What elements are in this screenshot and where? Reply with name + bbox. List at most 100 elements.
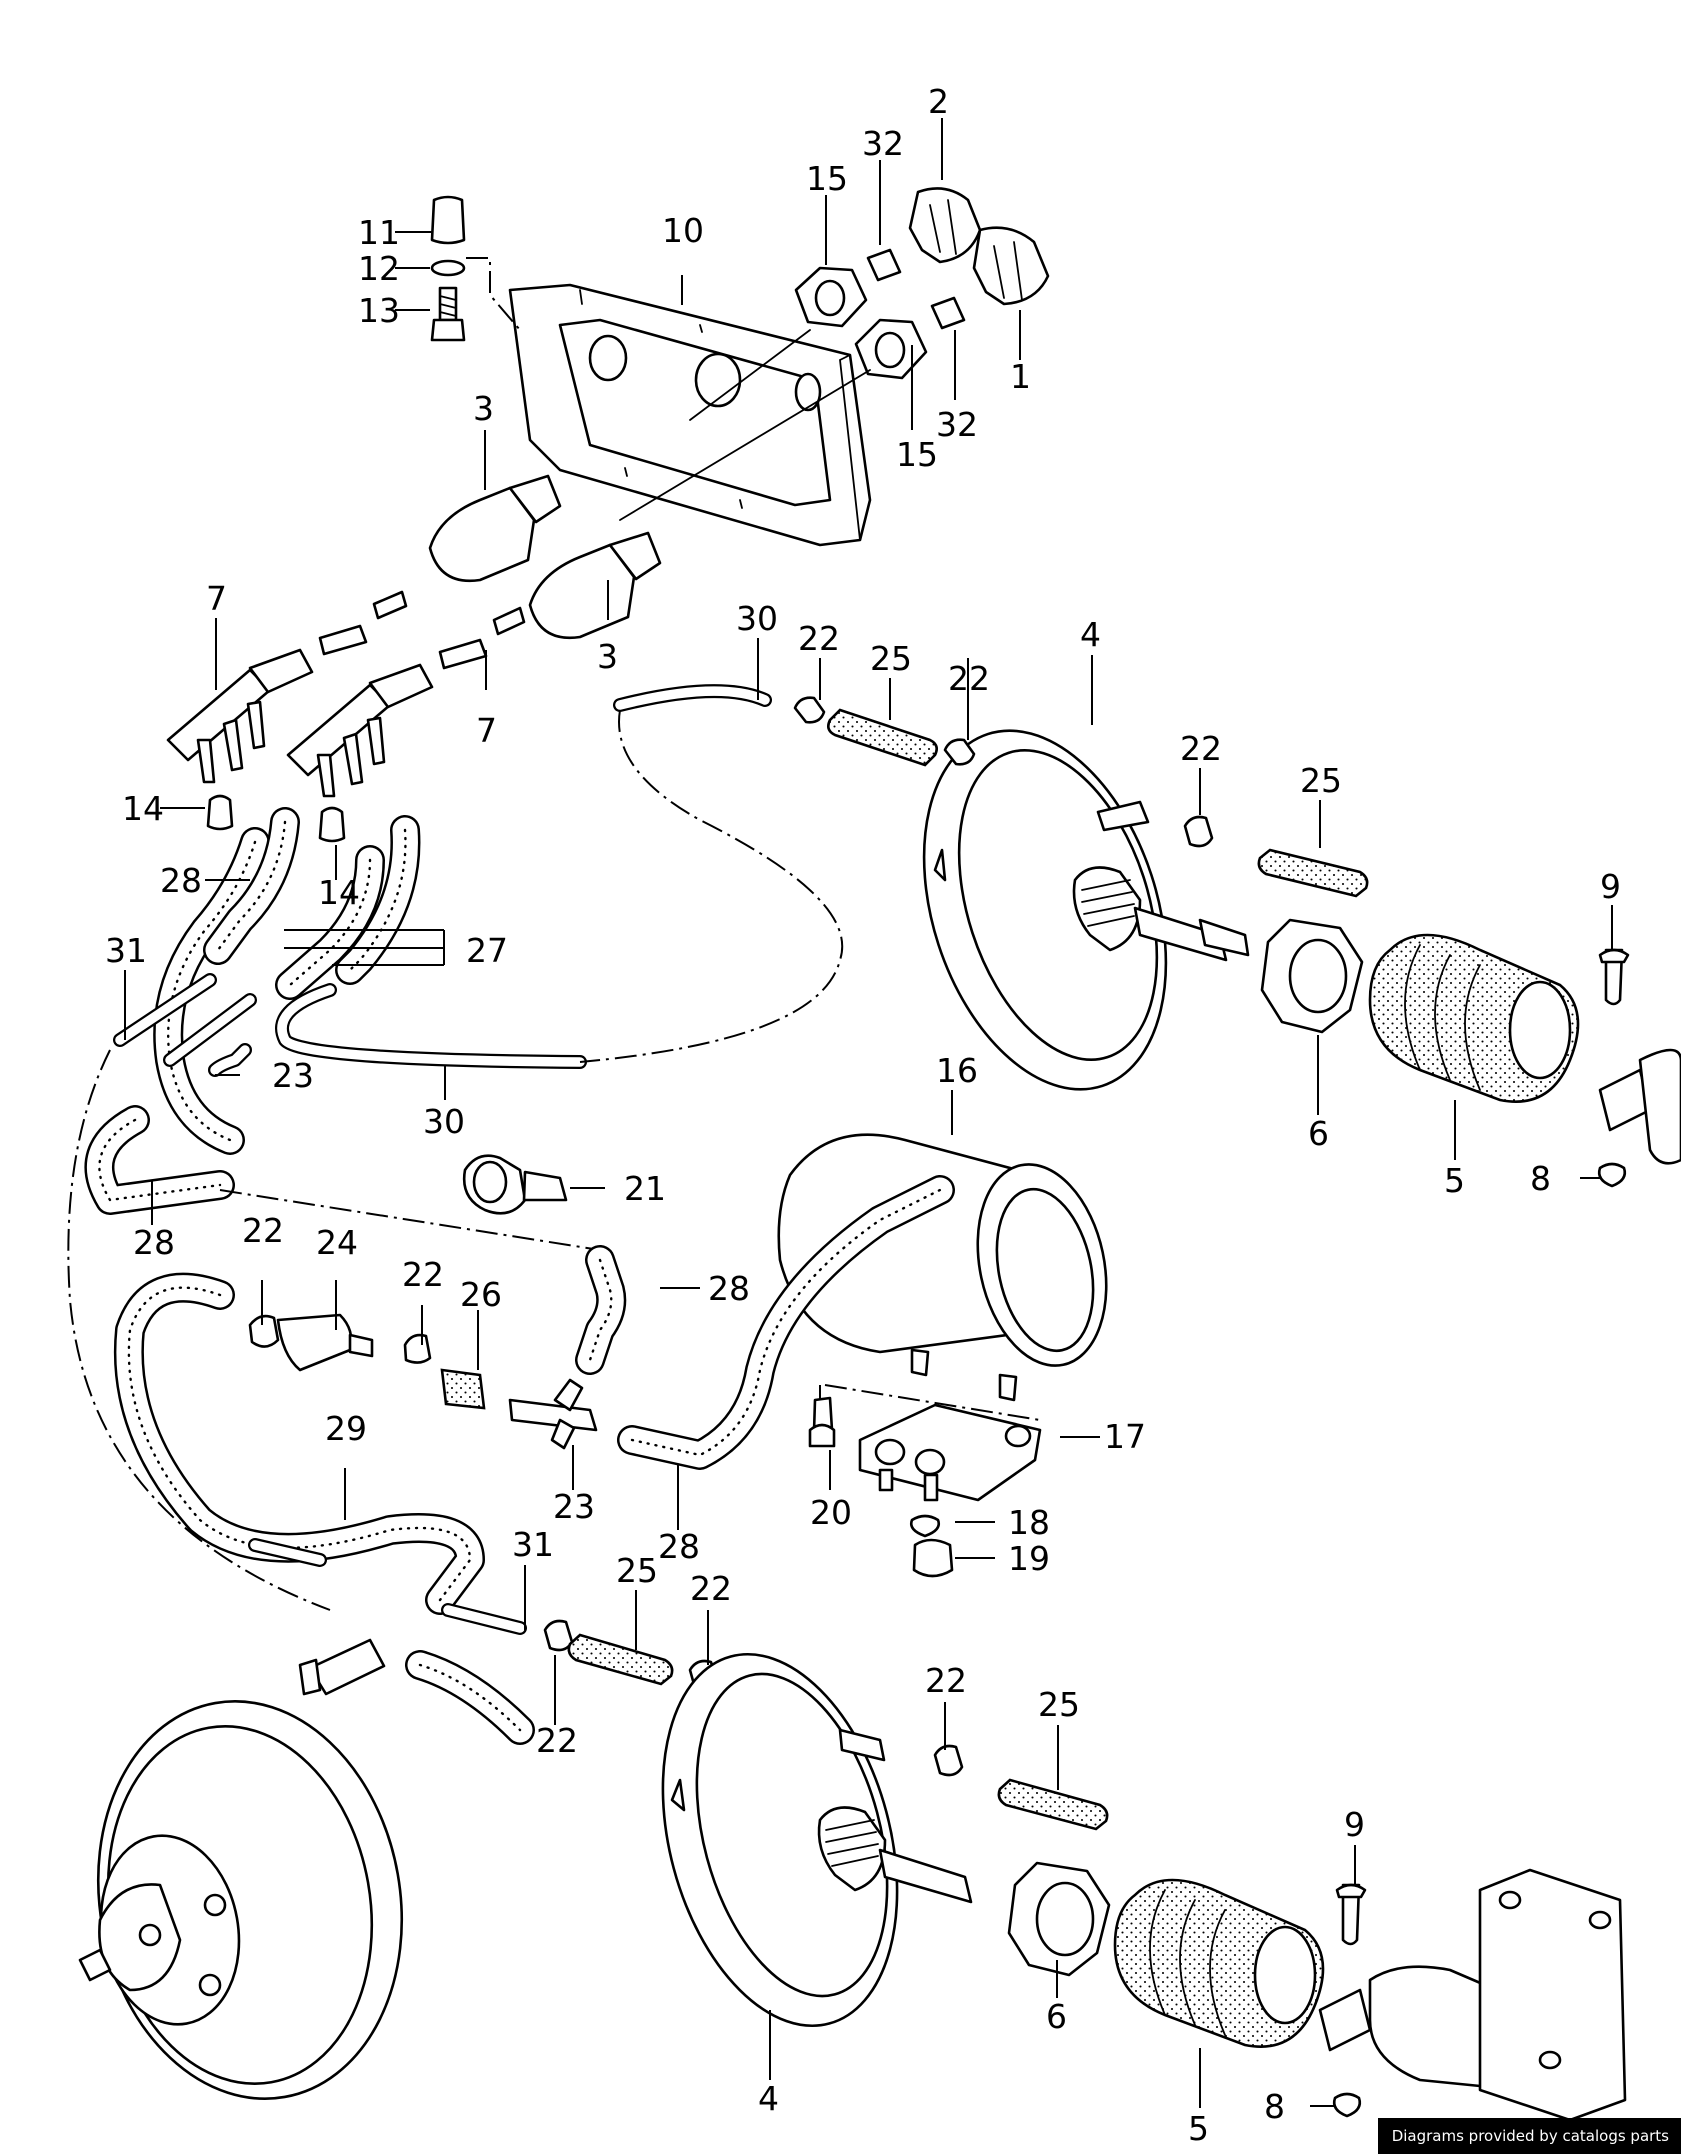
cap-left	[206, 794, 234, 831]
label-2: 2	[928, 82, 949, 121]
bracket-hole-small	[588, 334, 628, 382]
label-24: 24	[316, 1223, 358, 1262]
label-27: 27	[466, 931, 508, 970]
label-28-lower: 28	[658, 1527, 700, 1566]
bracket-hardware	[808, 1396, 954, 1578]
label-1: 1	[1010, 357, 1031, 396]
label-7-right: 7	[476, 711, 497, 750]
label-22-b: 22	[948, 659, 990, 698]
vacuum-valve	[462, 1154, 568, 1215]
label-9-upper: 9	[1600, 867, 1621, 906]
bracket-fasteners	[430, 195, 521, 342]
leader-lines	[124, 118, 1613, 2108]
master-cylinder	[1318, 1868, 1627, 2122]
bracket-hole-large	[694, 352, 742, 408]
label-19: 19	[1008, 1539, 1050, 1578]
brake-booster-lower	[661, 1652, 973, 2028]
label-18: 18	[1008, 1503, 1050, 1542]
label-30-upper: 30	[736, 599, 778, 638]
grommet	[430, 195, 466, 245]
label-32-upper: 32	[862, 124, 904, 163]
label-12: 12	[358, 249, 400, 288]
vacuum-distributors	[166, 590, 526, 798]
reservoir-bracket	[858, 1403, 1042, 1502]
label-14-right: 14	[318, 873, 360, 912]
label-4-upper: 4	[1080, 615, 1101, 654]
label-15-upper: 15	[806, 159, 848, 198]
hose-caps	[206, 794, 346, 843]
label-32-lower: 32	[936, 405, 978, 444]
label-28-left: 28	[133, 1223, 175, 1262]
label-7-left: 7	[206, 579, 227, 618]
upper-boot-assembly	[1260, 918, 1681, 1188]
label-23-upper: 23	[272, 1056, 314, 1095]
cap-right	[318, 806, 346, 843]
label-13: 13	[358, 291, 400, 330]
label-3-lower: 3	[597, 637, 618, 676]
label-8-upper: 8	[1530, 1159, 1551, 1198]
label-30-lower: 30	[423, 1102, 465, 1141]
label-9-lower: 9	[1344, 1805, 1365, 1844]
knob-front	[972, 226, 1050, 306]
label-22-c: 22	[1180, 729, 1222, 768]
label-22-a: 22	[798, 619, 840, 658]
pin-upper	[1604, 948, 1624, 1006]
credit-badge: Diagrams provided by catalogs parts	[1377, 2118, 1681, 2154]
bolt-head	[430, 318, 466, 342]
label-5-upper: 5	[1444, 1161, 1465, 1200]
label-25-a: 25	[870, 639, 912, 678]
label-25-c: 25	[616, 1551, 658, 1590]
label-25-d: 25	[1038, 1685, 1080, 1724]
switch-upper	[428, 486, 536, 583]
label-15-lower: 15	[896, 435, 938, 474]
label-25-b: 25	[1300, 761, 1342, 800]
label-10: 10	[662, 211, 704, 250]
label-26: 26	[460, 1275, 502, 1314]
upper-clamps-tubes	[793, 696, 1369, 898]
label-5-lower: 5	[1188, 2109, 1209, 2148]
connection-lines	[67, 1049, 1041, 1611]
label-28-right: 28	[708, 1269, 750, 1308]
label-22-g: 22	[536, 1721, 578, 1760]
spacer-rear	[866, 248, 902, 282]
mounting-bracket	[508, 283, 872, 547]
label-29: 29	[325, 1409, 367, 1448]
bracket-hole-edge	[794, 372, 822, 412]
label-22-e: 22	[402, 1255, 444, 1294]
label-6-upper: 6	[1308, 1114, 1329, 1153]
lower-boot-assembly	[1007, 1861, 1367, 2118]
vacuum-reservoir	[777, 1133, 1108, 1402]
label-11: 11	[358, 213, 400, 252]
control-knobs	[619, 187, 1050, 521]
label-31-upper: 31	[105, 931, 147, 970]
label-22-h: 22	[925, 1661, 967, 1700]
vacuum-switches	[428, 474, 662, 640]
label-14-left: 14	[122, 789, 164, 828]
label-4-lower: 4	[758, 2079, 779, 2118]
switch-lower	[528, 543, 636, 640]
label-21: 21	[624, 1169, 666, 1208]
knob-rear	[908, 187, 982, 264]
label-28-upper: 28	[160, 861, 202, 900]
upper-hoses	[84, 684, 844, 1215]
washer	[430, 259, 466, 277]
spacer-front	[930, 296, 966, 330]
middle-hoses	[113, 1175, 955, 1745]
brake-drum	[78, 1700, 404, 2100]
lower-connector	[298, 1638, 386, 1696]
brake-booster-upper	[922, 729, 1250, 1091]
label-8-lower: 8	[1264, 2087, 1285, 2126]
check-valve	[248, 1313, 486, 1410]
label-3-upper: 3	[473, 389, 494, 428]
label-23-lower: 23	[553, 1487, 595, 1526]
label-31-lower: 31	[512, 1525, 554, 1564]
label-6-lower: 6	[1046, 1997, 1067, 2036]
part-labels: 2 1 32 32 15 15 10 11 12 13 3 3 7 7 14 1…	[105, 82, 1621, 2148]
label-17: 17	[1104, 1417, 1146, 1456]
t-connector-middle	[508, 1378, 598, 1450]
label-22-d: 22	[242, 1211, 284, 1250]
clip-upper	[1597, 1162, 1627, 1188]
label-20: 20	[810, 1493, 852, 1532]
label-22-f: 22	[690, 1569, 732, 1608]
